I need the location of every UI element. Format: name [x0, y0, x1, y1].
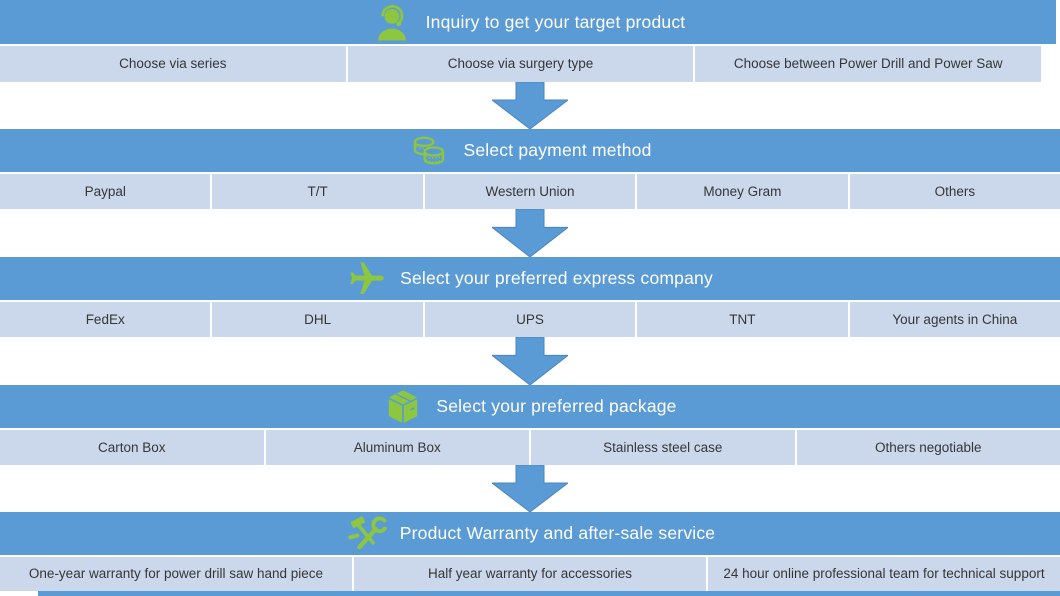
option-label: TNT	[729, 311, 756, 327]
option-label: Western Union	[485, 183, 575, 199]
option-cell: FedEx	[0, 302, 211, 337]
step-inquiry: Inquiry to get your target product Choos…	[0, 0, 1060, 82]
step-options: Carton Box Aluminum Box Stainless steel ca…	[0, 428, 1060, 465]
option-label: Choose between Power Drill and Power Saw	[733, 56, 1003, 72]
plane-icon	[347, 259, 387, 299]
option-label: Aluminum Box	[353, 439, 441, 455]
option-label: Carton Box	[97, 439, 166, 455]
option-cell: Others	[849, 174, 1060, 209]
option-cell: Paypal	[0, 174, 211, 209]
step-title: Select payment method	[463, 140, 652, 160]
step-options: Choose via series Choose via surgery type…	[0, 44, 1042, 82]
step-title: Inquiry to get your target product	[425, 11, 686, 32]
step-options: One-year warranty for power drill saw ha…	[0, 555, 1060, 591]
step-warranty: Product Warranty and after-sale service …	[0, 512, 1060, 591]
option-label: DHL	[304, 311, 332, 327]
step-header: Select your preferred express company	[0, 257, 1060, 300]
option-cell: One-year warranty for power drill saw ha…	[0, 557, 352, 591]
step-options: Paypal T/T Western Union Money Gram Others	[0, 172, 1060, 209]
package-icon	[383, 387, 423, 427]
option-label: T/T	[307, 183, 328, 199]
down-arrow-icon	[0, 337, 1060, 385]
step-header: Select payment method	[0, 129, 1060, 172]
option-cell: Others negotiable	[796, 430, 1060, 465]
down-arrow-icon	[0, 209, 1060, 257]
option-label: FedEx	[85, 311, 125, 327]
option-cell: Western Union	[424, 174, 636, 209]
option-label: 24 hour online professional team for tec…	[723, 566, 1045, 582]
step-title: Select your preferred express company	[400, 268, 713, 288]
option-cell: Aluminum Box	[265, 430, 529, 465]
step-header: Product Warranty and after-sale service	[0, 512, 1060, 555]
step-title: Product Warranty and after-sale service	[399, 523, 716, 543]
option-cell: Your agents in China	[849, 302, 1060, 337]
option-label: Others	[934, 183, 976, 199]
option-label: Your agents in China	[892, 311, 1018, 327]
step-title: Select your preferred package	[436, 396, 677, 416]
option-cell: T/T	[212, 174, 423, 209]
option-cell: Choose between Power Drill and Power Saw	[695, 46, 1042, 82]
step-express: Select your preferred express company Fe…	[0, 257, 1060, 337]
down-arrow-icon	[0, 465, 1060, 512]
option-label: Half year warranty for accessories	[427, 566, 633, 582]
option-cell: DHL	[212, 302, 423, 337]
option-label: Choose via series	[119, 56, 227, 72]
option-cell: TNT	[637, 302, 848, 337]
option-label: Money Gram	[703, 183, 782, 199]
option-cell: Choose via surgery type	[347, 46, 694, 82]
option-cell: 24 hour online professional team for tec…	[708, 557, 1060, 591]
option-label: UPS	[516, 311, 544, 327]
support-agent-icon	[371, 1, 413, 43]
coins-icon	[408, 131, 450, 171]
step-payment: Select payment method Paypal T/T Western U…	[0, 129, 1060, 209]
step-header: Select your preferred package	[0, 385, 1060, 428]
option-cell: UPS	[424, 302, 636, 337]
option-cell: Money Gram	[637, 174, 848, 209]
down-arrow-icon	[0, 82, 1060, 129]
step-package: Select your preferred package Carton Box…	[0, 385, 1060, 465]
bottom-accent-strip	[38, 591, 1060, 596]
option-label: One-year warranty for power drill saw ha…	[28, 566, 324, 582]
option-cell: Half year warranty for accessories	[354, 557, 706, 591]
step-header: Inquiry to get your target product	[0, 0, 1056, 44]
option-label: Stainless steel case	[603, 439, 723, 455]
tools-icon	[345, 513, 387, 555]
option-cell: Choose via series	[0, 46, 346, 82]
step-options: FedEx DHL UPS TNT Your agents in China	[0, 300, 1060, 337]
option-label: Others negotiable	[874, 439, 982, 455]
option-label: Choose via surgery type	[447, 56, 594, 72]
option-cell: Stainless steel case	[531, 430, 795, 465]
option-label: Paypal	[84, 183, 126, 199]
option-cell: Carton Box	[0, 430, 264, 465]
